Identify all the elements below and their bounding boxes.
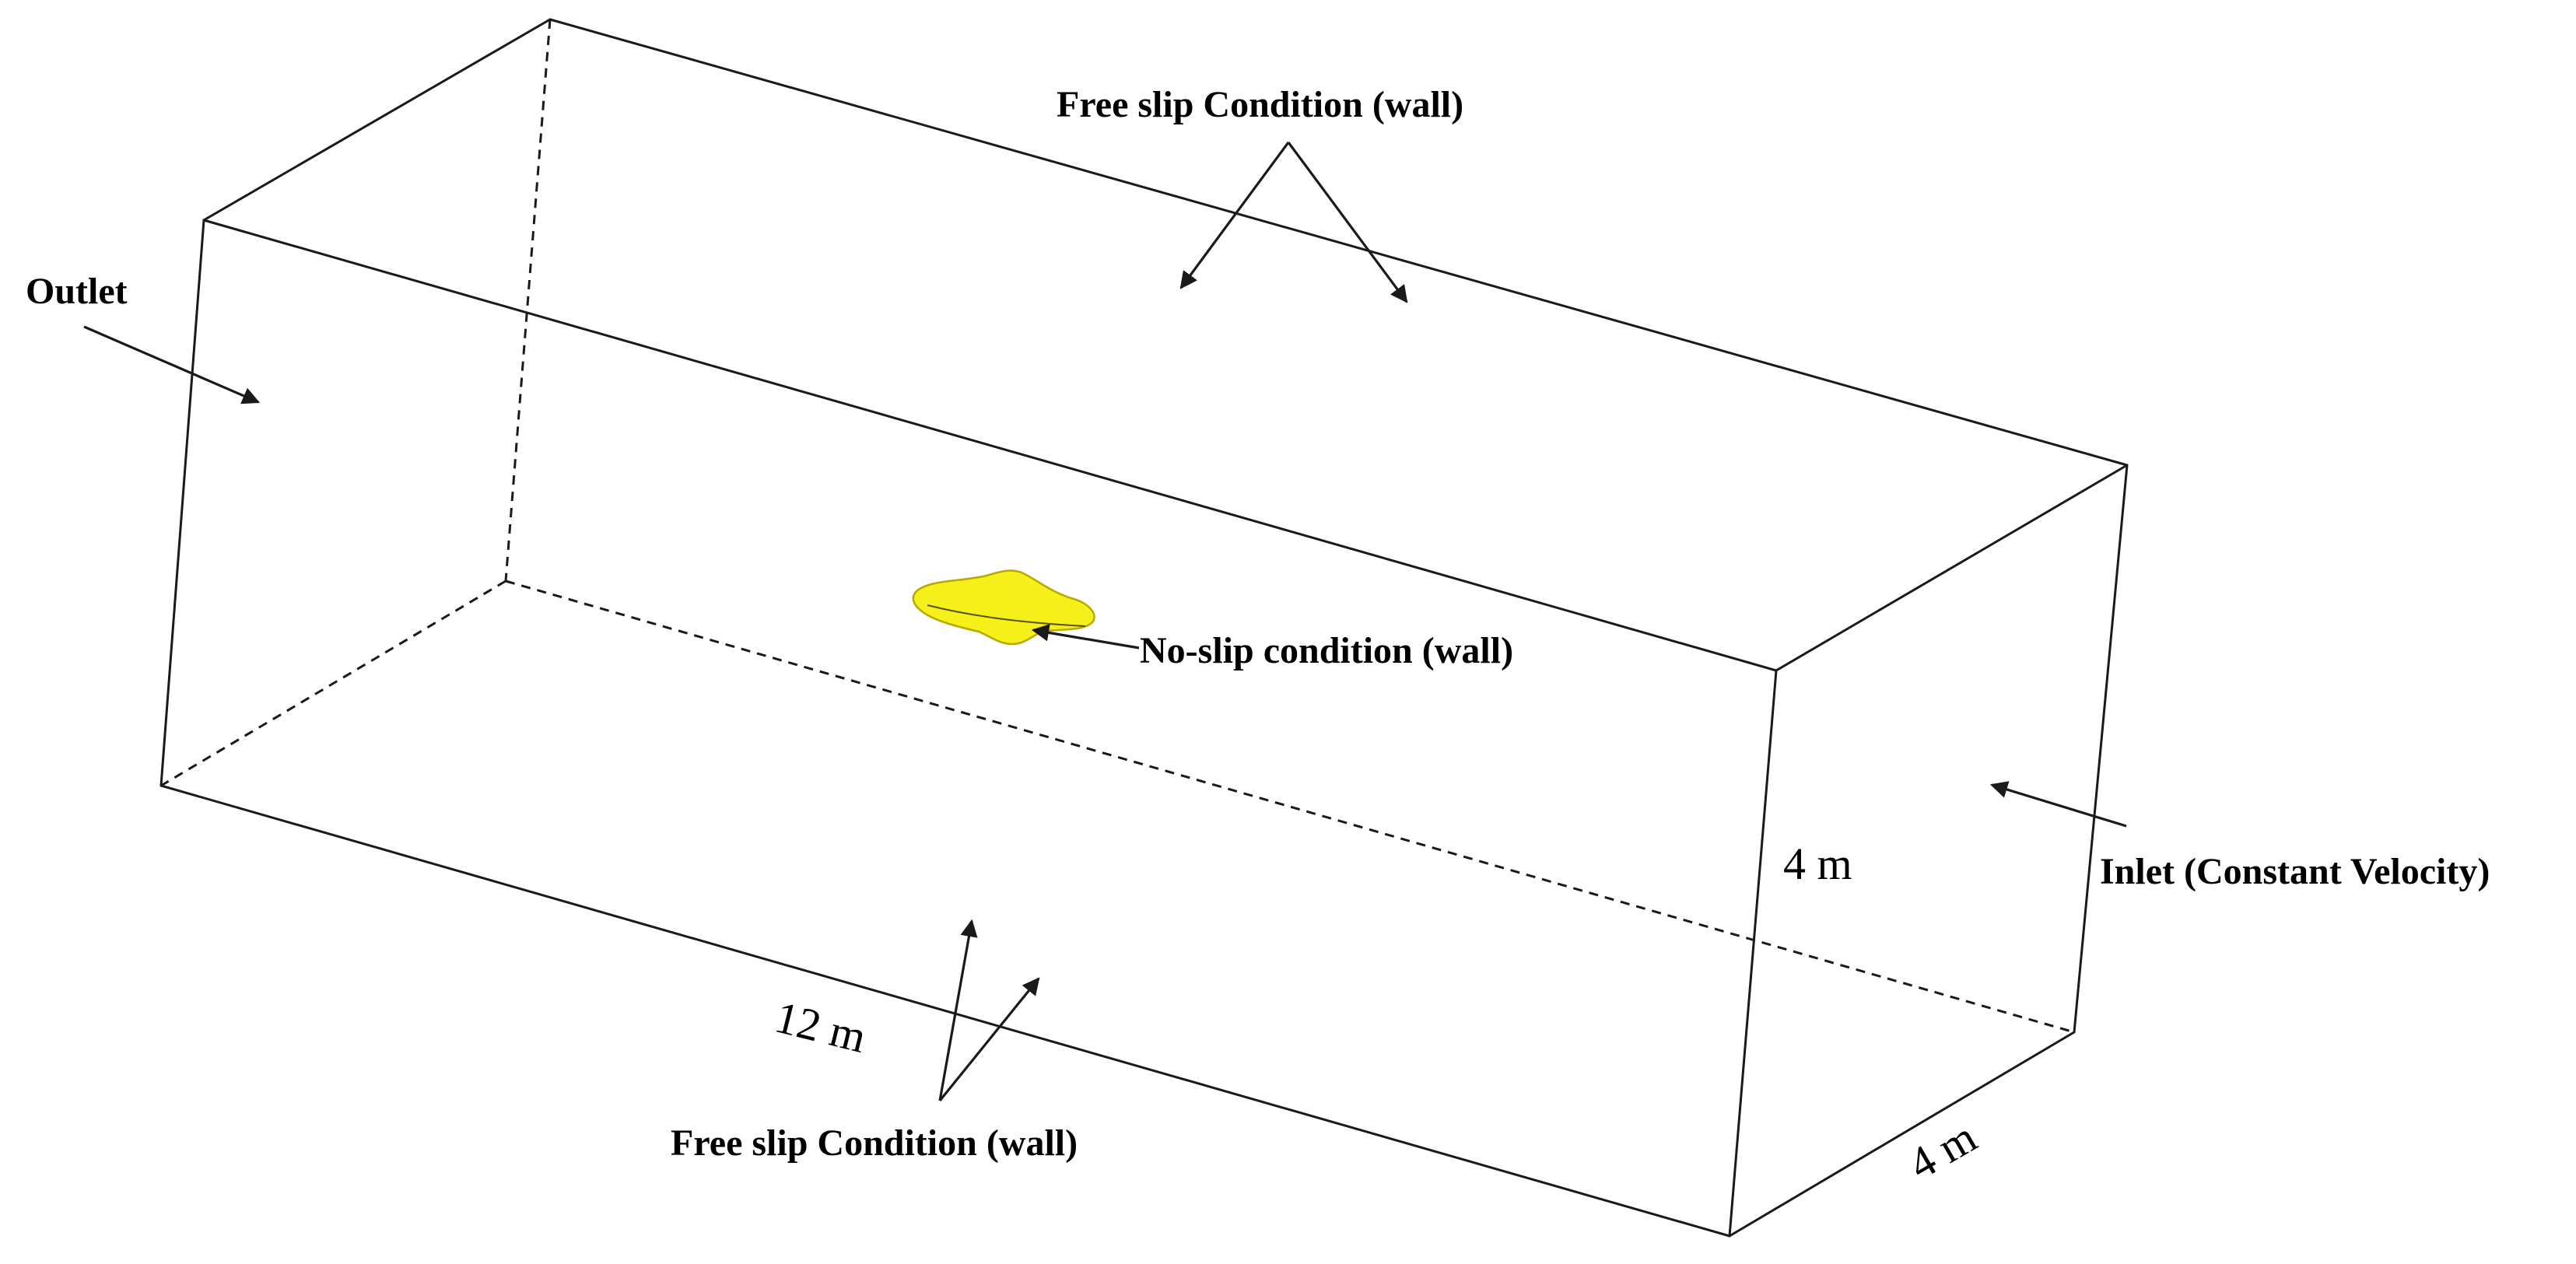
- edge-top-right: [1775, 464, 2129, 672]
- label-outlet: Outlet: [26, 271, 128, 312]
- arrow-outlet: [83, 325, 261, 404]
- hidden-edge-back-bottom-long: [505, 579, 2075, 1034]
- edge-back-right-vertical: [2073, 464, 2129, 1034]
- labels: Free slip Condition (wall) Outlet No-sli…: [26, 84, 2490, 1189]
- edge-top-front: [202, 219, 1778, 672]
- edge-bottom-front: [159, 784, 1731, 1238]
- hidden-edges: [160, 19, 2075, 1034]
- hidden-edge-back-vertical: [504, 19, 552, 582]
- arrow-top-right: [1287, 142, 1408, 303]
- body-object: [912, 569, 1095, 646]
- label-body-wall: No-slip condition (wall): [1140, 630, 1513, 671]
- body-shape: [912, 569, 1095, 646]
- label-length: 12 m: [770, 992, 871, 1063]
- label-width: 4 m: [1900, 1112, 1985, 1190]
- arrow-body: [1031, 624, 1140, 650]
- arrows: [83, 142, 2127, 1102]
- visible-edges: [159, 18, 2129, 1238]
- label-bottom-wall: Free slip Condition (wall): [671, 1122, 1078, 1164]
- edge-top-back: [548, 18, 2129, 467]
- label-top-wall: Free slip Condition (wall): [1057, 84, 1463, 125]
- body-midline: [927, 604, 1086, 627]
- edge-front-right-vertical: [1728, 669, 1778, 1238]
- arrow-top-left: [1179, 142, 1290, 289]
- edge-left-vertical: [159, 219, 205, 787]
- arrow-bottom-right: [938, 977, 1040, 1102]
- edge-bottom-right: [1728, 1031, 2076, 1238]
- arrow-inlet: [1989, 781, 2127, 828]
- edge-top-left: [202, 18, 552, 222]
- arrow-bottom-left: [938, 919, 978, 1101]
- hidden-edge-back-bottom-left: [160, 579, 506, 787]
- label-inlet: Inlet (Constant Velocity): [2100, 851, 2490, 892]
- label-height: 4 m: [1783, 839, 1852, 889]
